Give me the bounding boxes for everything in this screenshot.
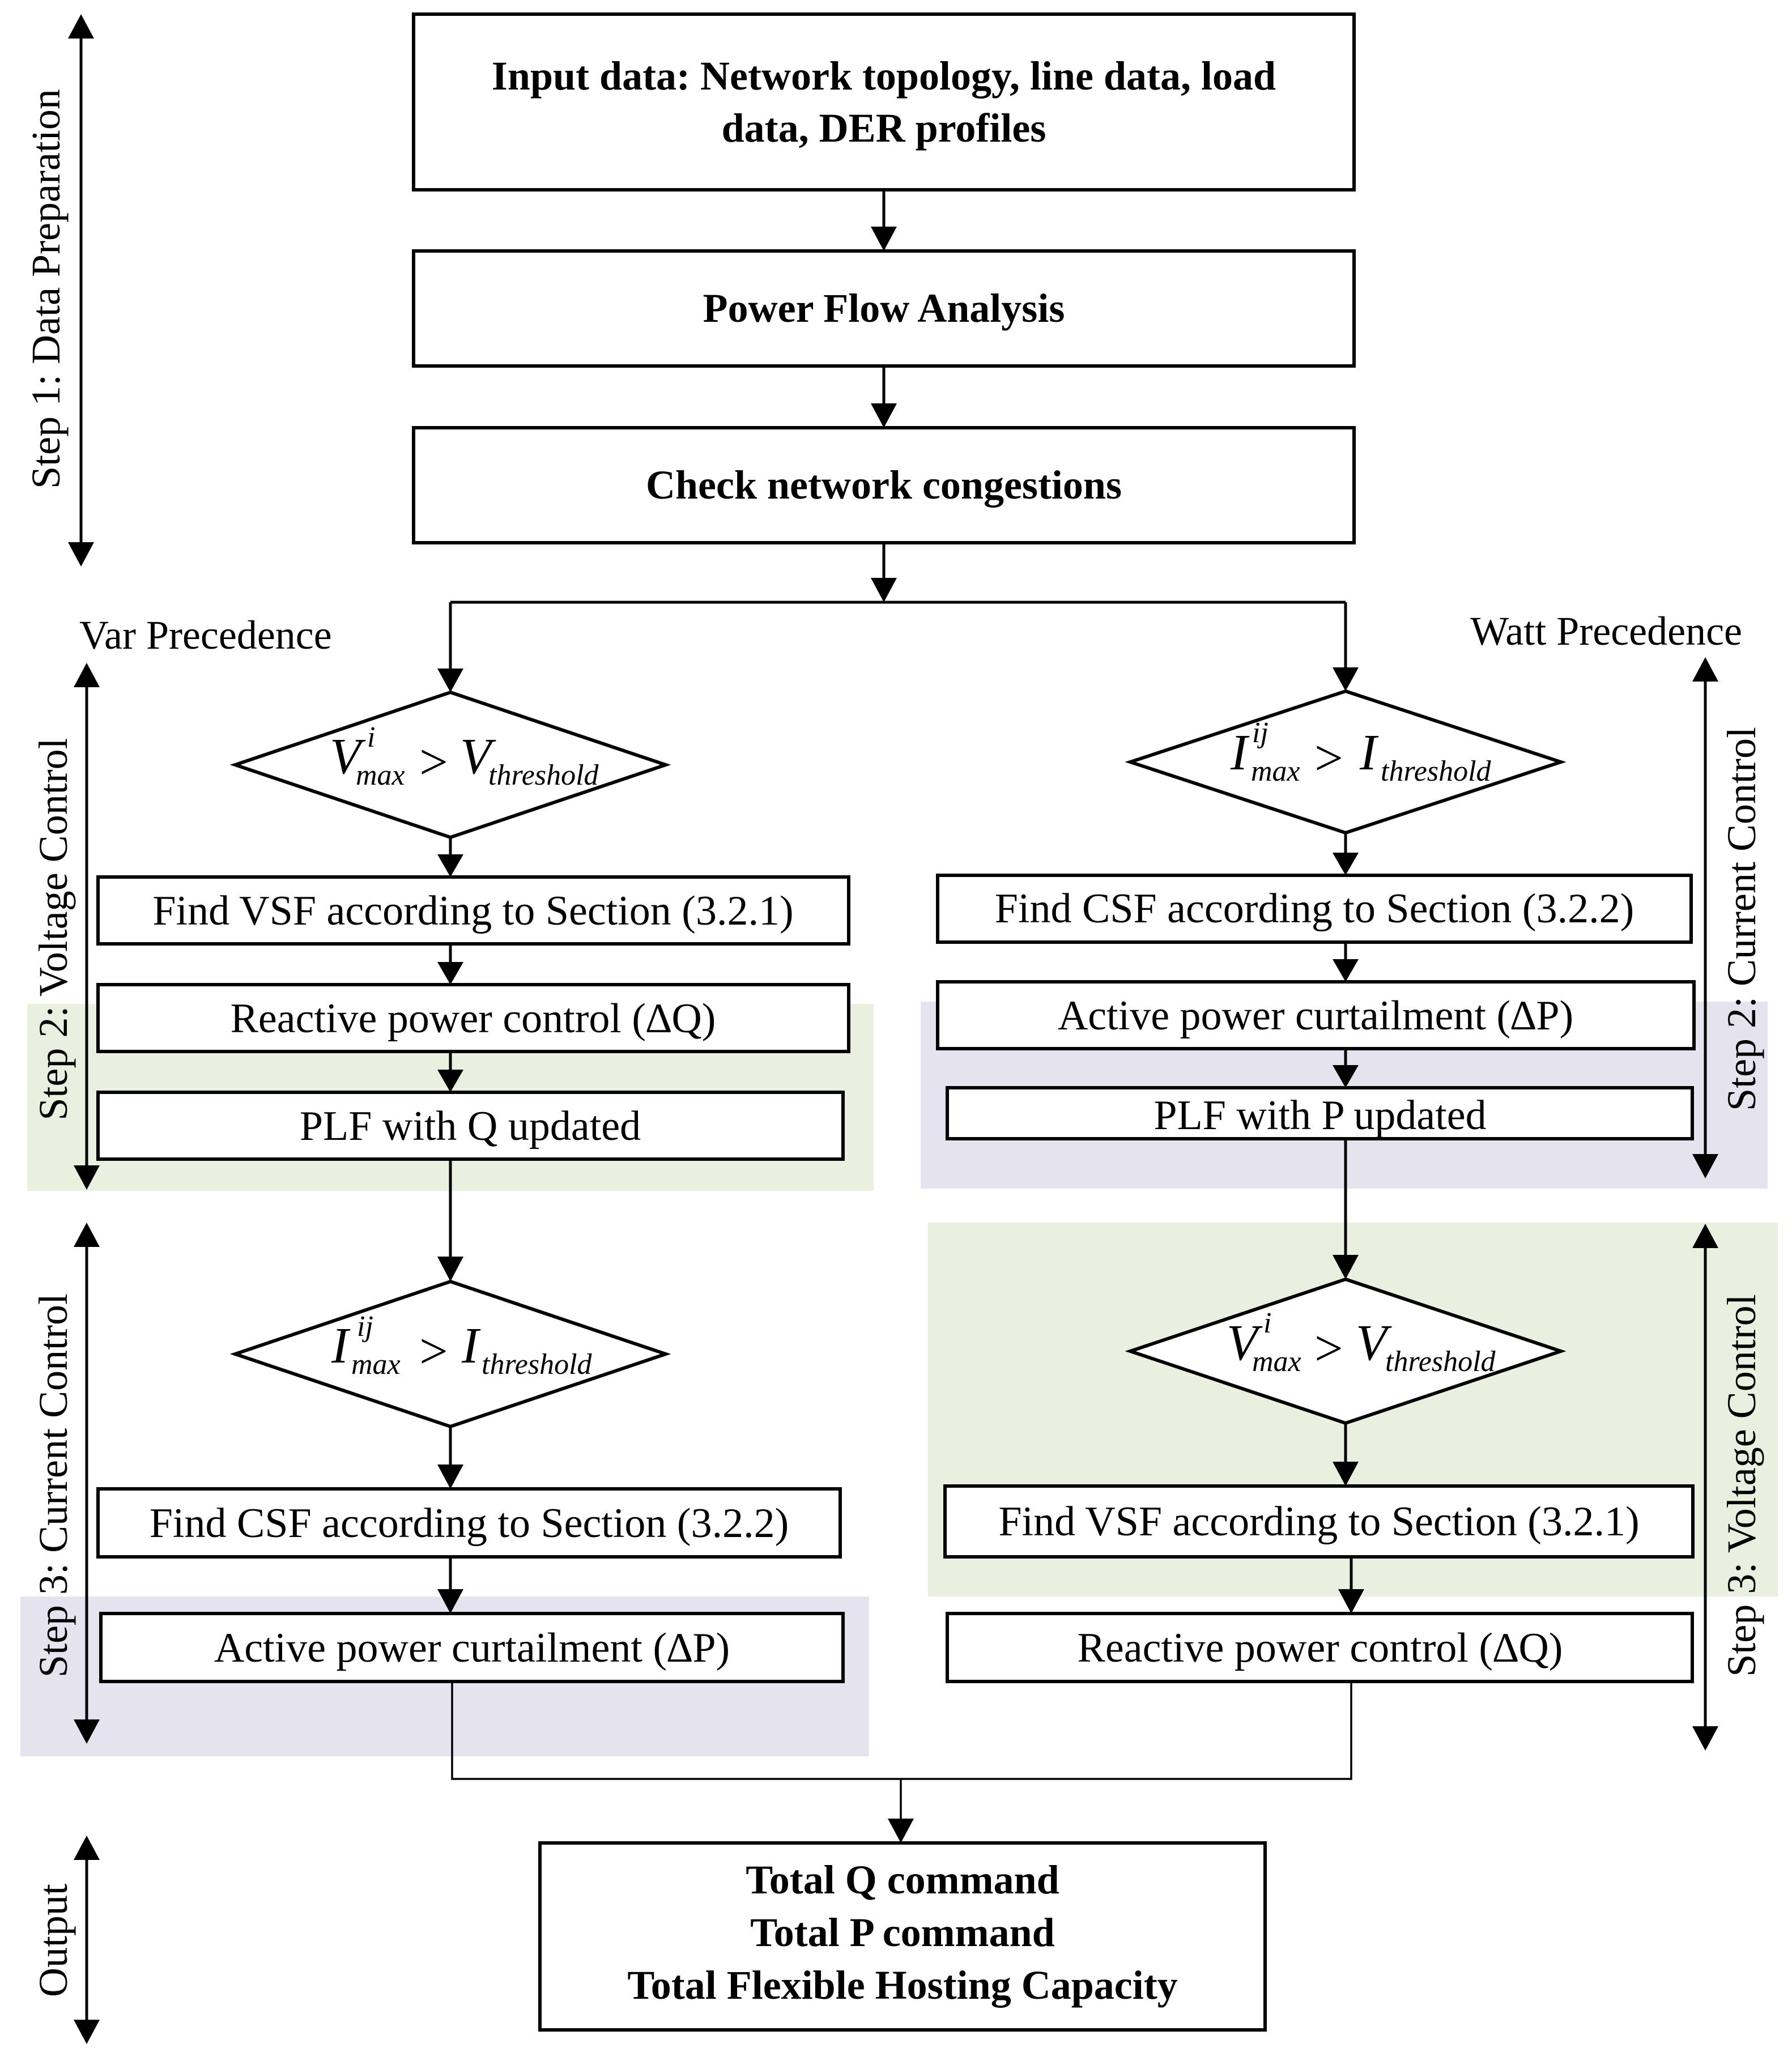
formula-part: Find VSF according to Section (3.2.1)	[152, 888, 793, 934]
watt-precedence-title: Watt Precedence	[1470, 608, 1742, 654]
formula-part: I	[331, 1318, 351, 1374]
output-box: Total Q command Total P command Total Fl…	[538, 1841, 1267, 2032]
formula-part: ij	[1252, 717, 1269, 749]
formula-part: Active power curtailment (∆P)	[214, 1625, 730, 1671]
input-line1: Input data: Network topology, line data,…	[492, 53, 1276, 99]
top-connectors	[437, 190, 1359, 692]
output-arrow	[74, 1836, 100, 2044]
step2-right-label: Step 2: Current Control	[1719, 727, 1764, 1111]
step3-right-label: Step 3: Voltage Control	[1719, 1294, 1764, 1676]
left-active-box: Active power curtailment (∆P)	[99, 1612, 845, 1683]
left-find-csf-box: Find CSF according to Section (3.2.2)	[96, 1487, 842, 1559]
formula-part: Find CSF according to Section (3.2.2)	[150, 1500, 789, 1547]
right-condition-current: I ij max > I threshold	[1125, 689, 1567, 835]
formula-part: Active power curtailment (∆P)	[1058, 993, 1573, 1039]
power-flow-box: Power Flow Analysis	[412, 249, 1356, 368]
formula-part: i	[367, 721, 375, 753]
formula-part: i	[1263, 1307, 1271, 1339]
right-plf-p-box: PLF with P updated	[946, 1086, 1694, 1140]
formula-part: >	[1314, 1321, 1343, 1377]
formula-part: PLF with P updated	[1153, 1092, 1486, 1139]
left-condition-voltage: V i max > V threshold	[229, 690, 671, 840]
formula-part: Find CSF according to Section (3.2.2)	[995, 885, 1634, 932]
right-find-csf-box: Find CSF according to Section (3.2.2)	[936, 874, 1693, 944]
formula-part: threshold	[488, 759, 599, 791]
input-data-box: Input data: Network topology, line data,…	[412, 12, 1356, 191]
left-plf-q-box: PLF with Q updated	[96, 1091, 845, 1161]
check-congestion-box: Check network congestions	[412, 426, 1356, 544]
power-flow-label: Power Flow Analysis	[703, 286, 1065, 331]
var-precedence-title: Var Precedence	[79, 612, 332, 658]
formula-part: max	[351, 1348, 401, 1381]
output-label: Output	[31, 1884, 76, 1997]
formula-part: max	[356, 759, 405, 791]
formula-part: Total Flexible Hosting Capacity	[627, 1962, 1177, 2008]
formula-part: I	[1230, 725, 1250, 781]
formula-part: V	[460, 729, 496, 785]
formula-part: I	[1359, 725, 1379, 781]
step1-label: Step 1: Data Preparation	[23, 89, 69, 489]
left-condition-current: I ij max > I threshold	[229, 1279, 671, 1429]
step3-left-label: Step 3: Current Control	[31, 1293, 76, 1678]
formula-part: Find VSF according to Section (3.2.1)	[998, 1498, 1639, 1545]
step1-arrow	[68, 14, 94, 567]
right-active-box: Active power curtailment (∆P)	[936, 980, 1696, 1050]
step2-right-arrow	[1692, 657, 1718, 1178]
formula-part: PLF with Q updated	[300, 1103, 641, 1150]
formula-part: threshold	[1385, 1346, 1496, 1378]
right-reactive-box: Reactive power control (∆Q)	[946, 1612, 1694, 1683]
formula-part: V	[1227, 1315, 1263, 1371]
formula-part: Total Q command	[746, 1857, 1059, 1902]
step2-left-label: Step 2: Voltage Control	[31, 738, 76, 1120]
left-find-vsf-box: Find VSF according to Section (3.2.1)	[96, 875, 850, 946]
merge-connectors	[451, 1681, 1352, 1843]
formula-part: V	[1356, 1315, 1392, 1371]
formula-part: I	[461, 1318, 481, 1374]
left-reactive-box: Reactive power control (∆Q)	[96, 983, 850, 1053]
formula-part: >	[419, 1323, 448, 1380]
right-find-vsf-box: Find VSF according to Section (3.2.1)	[943, 1484, 1695, 1559]
formula-part: >	[1314, 730, 1343, 786]
formula-part: max	[1252, 1346, 1301, 1378]
formula-part: Reactive power control (∆Q)	[1078, 1625, 1563, 1671]
formula-part: max	[1251, 755, 1300, 787]
formula-part: ij	[357, 1310, 373, 1343]
formula-part: Reactive power control (∆Q)	[231, 995, 716, 1042]
formula-part: >	[419, 734, 448, 790]
step3-right-arrow	[1692, 1224, 1718, 1751]
right-condition-voltage: V i max > V threshold	[1125, 1277, 1567, 1425]
step3-left-arrow	[74, 1223, 100, 1744]
formula-part: V	[330, 729, 366, 785]
check-congestion-label: Check network congestions	[646, 462, 1122, 508]
formula-part: threshold	[482, 1348, 593, 1381]
formula-part: threshold	[1381, 755, 1492, 787]
step2-left-arrow	[74, 663, 100, 1190]
input-line2: data, DER profiles	[722, 105, 1046, 151]
formula-part: Total P command	[750, 1910, 1054, 1955]
